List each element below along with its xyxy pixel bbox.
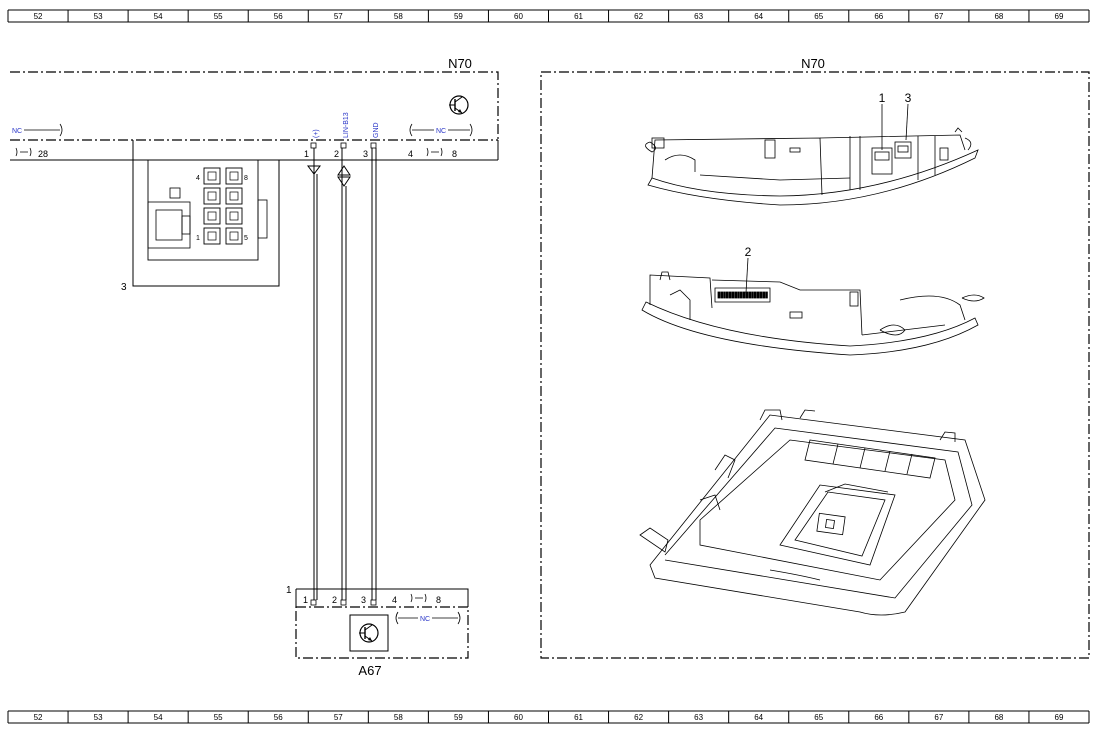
- bottom-grid-col-67: 67: [934, 713, 943, 722]
- bottom-grid-col-53: 53: [94, 713, 103, 722]
- module-n70-schematic: N70 NC 28 NC: [10, 56, 499, 600]
- svg-text:2: 2: [332, 595, 337, 605]
- transistor-icon: [449, 95, 469, 115]
- bottom-grid-col-65: 65: [814, 713, 823, 722]
- svg-text:4: 4: [196, 175, 200, 182]
- top-grid-col-64: 64: [754, 12, 763, 21]
- bidirectional-arrow-icon: [337, 165, 351, 187]
- component-illustration-panel: N70 1 3 2: [540, 56, 1090, 659]
- bottom-grid-col-66: 66: [874, 713, 883, 722]
- overhead-console-perspective: [639, 409, 986, 616]
- callout-3: 3: [905, 91, 912, 105]
- callout-2: 2: [745, 245, 752, 259]
- bottom-grid-col-54: 54: [154, 713, 163, 722]
- pin-2-signal: LIN-B13: [343, 112, 350, 138]
- splice-icon: [15, 147, 32, 157]
- bottom-grid-col-69: 69: [1055, 713, 1064, 722]
- svg-text:1: 1: [196, 235, 200, 242]
- svg-text:NC: NC: [436, 128, 446, 135]
- connector-label: 3: [121, 282, 127, 293]
- top-grid-col-65: 65: [814, 12, 823, 21]
- top-grid-col-63: 63: [694, 12, 703, 21]
- svg-text:3: 3: [361, 595, 366, 605]
- svg-text:8: 8: [452, 149, 457, 159]
- svg-text:2: 2: [334, 149, 339, 159]
- svg-text:4: 4: [392, 595, 397, 605]
- pin-1-signal: (+): [313, 129, 320, 138]
- svg-text:8: 8: [244, 175, 248, 182]
- top-grid-col-69: 69: [1055, 12, 1064, 21]
- bottom-grid-col-59: 59: [454, 713, 463, 722]
- callout-1: 1: [879, 91, 886, 105]
- splice-icon: [410, 593, 427, 603]
- bottom-grid-col-55: 55: [214, 713, 223, 722]
- top-grid-col-59: 59: [454, 12, 463, 21]
- bottom-grid-col-61: 61: [574, 713, 583, 722]
- connector-face: 4 8 1 5: [147, 159, 268, 261]
- left-stub-nc: NC 28: [12, 123, 63, 159]
- module-title: N70: [448, 56, 472, 71]
- top-grid-col-54: 54: [154, 12, 163, 21]
- svg-text:1: 1: [304, 149, 309, 159]
- top-grid-col-68: 68: [994, 12, 1003, 21]
- bottom-grid-col-52: 52: [34, 713, 43, 722]
- panel-title: N70: [801, 56, 825, 71]
- top-grid-col-56: 56: [274, 12, 283, 21]
- top-grid-strip: 52 53 54 55 56 57 58 59 60 61 62 63 64 65 66 67 68 69: [7, 9, 1090, 23]
- top-grid-col-66: 66: [874, 12, 883, 21]
- top-grid-col-53: 53: [94, 12, 103, 21]
- svg-text:5: 5: [244, 235, 248, 242]
- svg-text:1: 1: [303, 595, 308, 605]
- svg-text:NC: NC: [12, 128, 22, 135]
- bottom-grid-col-62: 62: [634, 713, 643, 722]
- top-grid-col-60: 60: [514, 12, 523, 21]
- right-stub-nc: NC: [409, 123, 473, 137]
- bottom-grid-col-56: 56: [274, 713, 283, 722]
- bottom-grid-col-68: 68: [994, 713, 1003, 722]
- module-a67-schematic: 1 1 2 3 4 8 NC A67: [286, 585, 469, 678]
- top-grid-col-57: 57: [334, 12, 343, 21]
- module-side-view-top: [645, 127, 979, 206]
- top-grid-col-55: 55: [214, 12, 223, 21]
- bottom-grid-strip: 52 53 54 55 56 57 58 59 60 61 62 63 64 65 66 67 68 69: [7, 710, 1090, 724]
- svg-text:3: 3: [363, 149, 368, 159]
- bottom-grid-col-63: 63: [694, 713, 703, 722]
- splice-icon: [426, 147, 443, 157]
- bottom-grid-col-58: 58: [394, 713, 403, 722]
- pin-3-signal: GND: [373, 122, 380, 138]
- module-title: A67: [358, 663, 381, 678]
- bottom-grid-col-64: 64: [754, 713, 763, 722]
- svg-text:NC: NC: [420, 616, 430, 623]
- bottom-grid-col-57: 57: [334, 713, 343, 722]
- module-side-view-bottom: [641, 271, 985, 356]
- top-grid-col-62: 62: [634, 12, 643, 21]
- connector-label: 1: [286, 585, 292, 596]
- top-grid-col-58: 58: [394, 12, 403, 21]
- svg-text:28: 28: [38, 149, 48, 159]
- top-grid-col-67: 67: [934, 12, 943, 21]
- svg-text:8: 8: [436, 595, 441, 605]
- transistor-icon: [359, 623, 379, 643]
- top-grid-col-61: 61: [574, 12, 583, 21]
- top-grid-col-52: 52: [34, 12, 43, 21]
- svg-text:4: 4: [408, 149, 413, 159]
- bottom-grid-col-60: 60: [514, 713, 523, 722]
